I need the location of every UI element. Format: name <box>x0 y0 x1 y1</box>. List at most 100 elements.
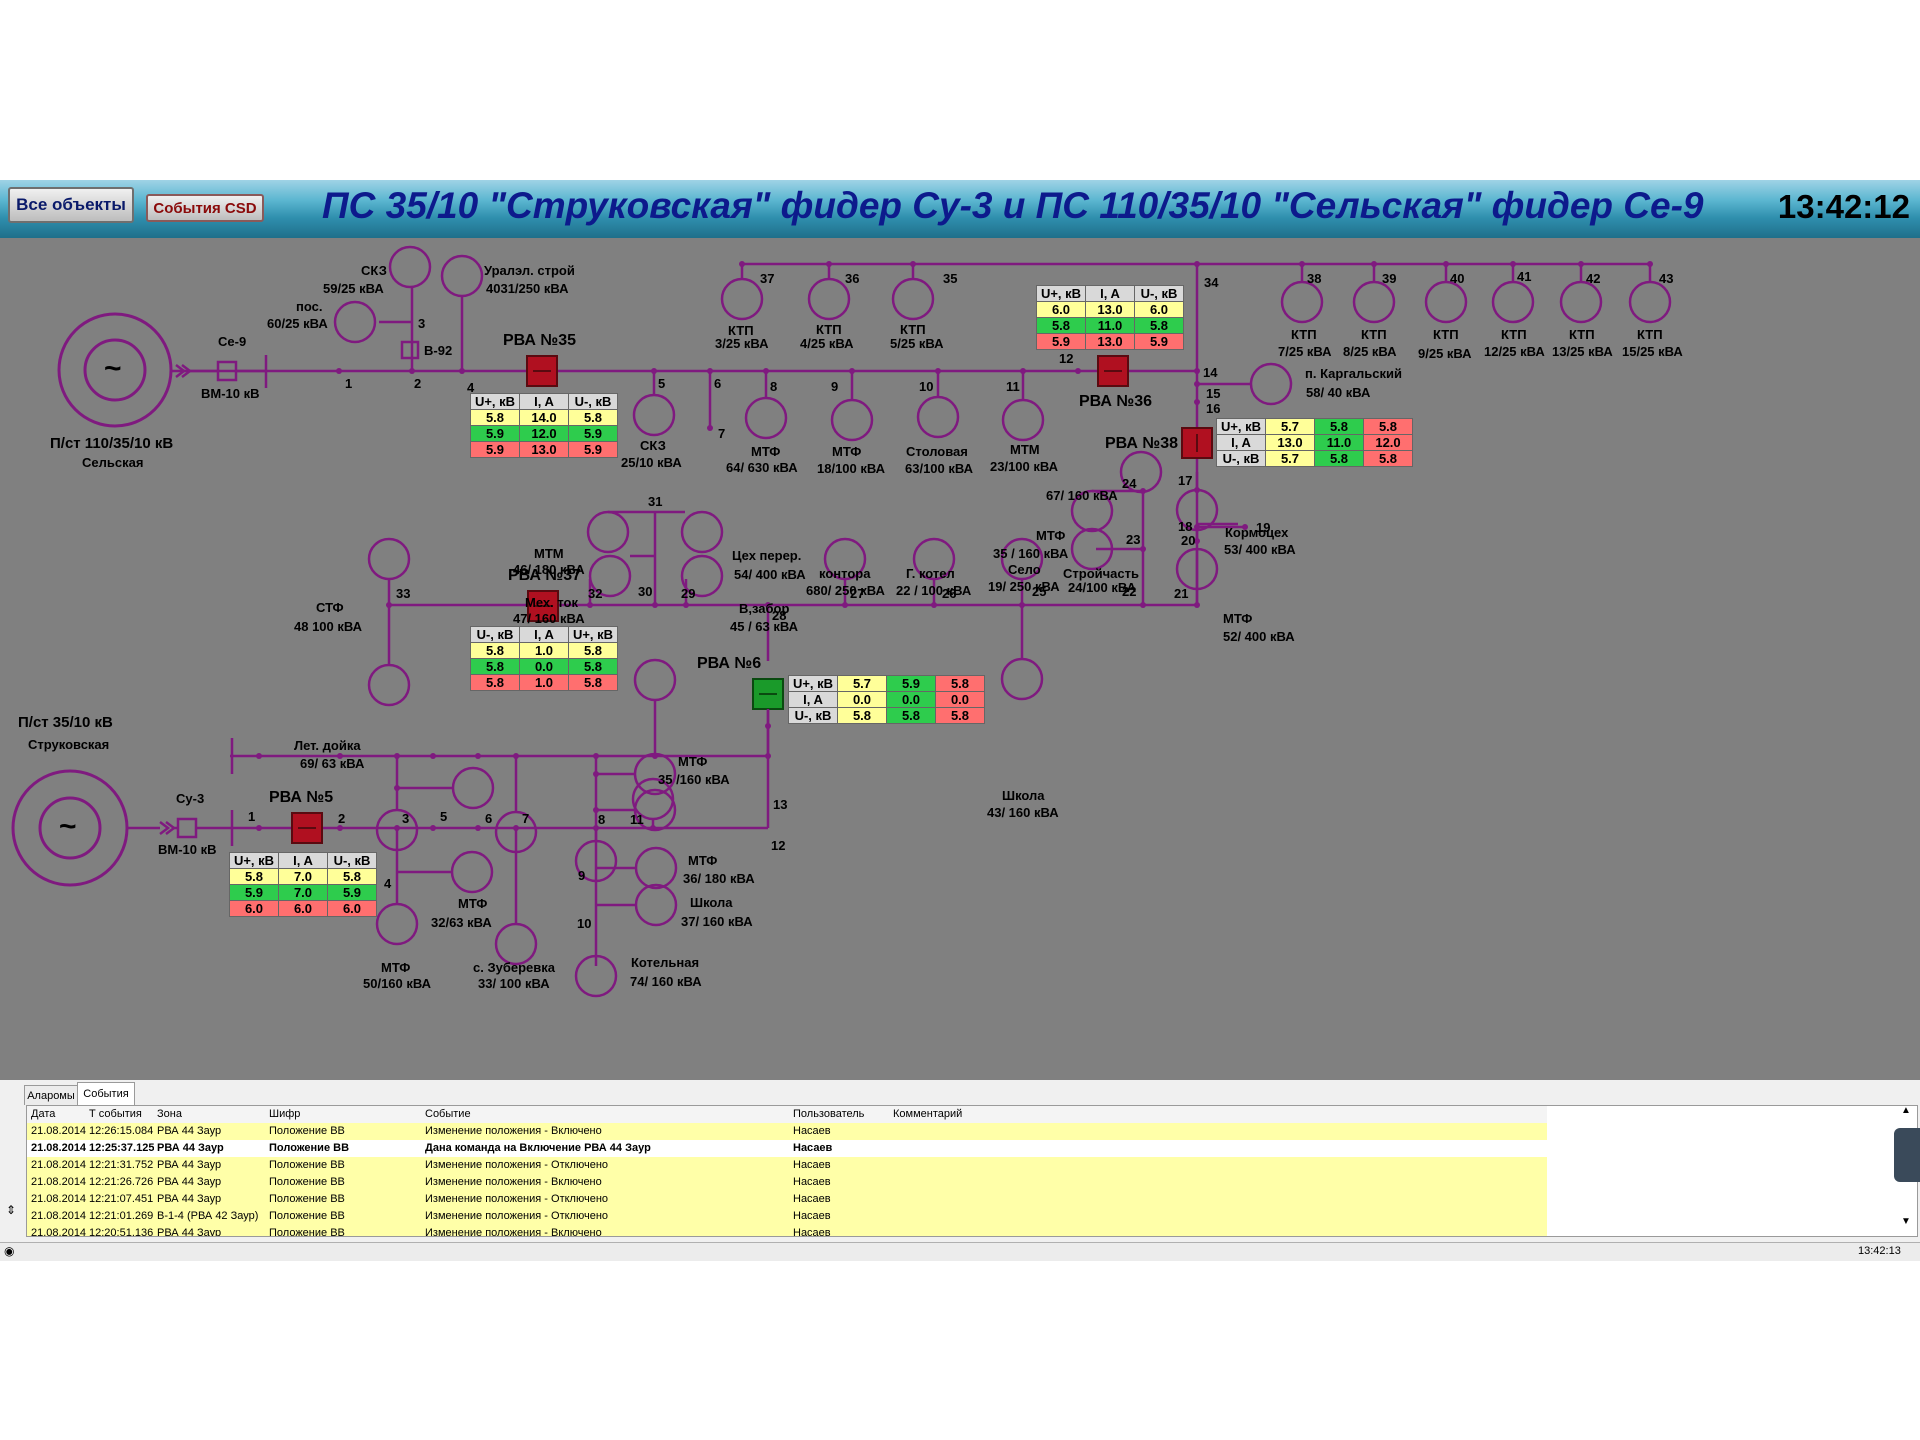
rva5-breaker[interactable] <box>291 812 323 844</box>
column-header[interactable]: Т события <box>89 1108 142 1120</box>
page-title: ПС 35/10 "Струковская" фидер Су-3 и ПС 1… <box>322 185 1704 226</box>
table-cell: Положение ВВ <box>269 1125 345 1137</box>
scroll-arrows-icon[interactable]: ⇕ <box>6 1203 17 1217</box>
svg-text:5: 5 <box>440 809 447 824</box>
csd-events-button[interactable]: События CSD <box>146 194 264 222</box>
measure-cell: U-, кВ <box>470 626 520 643</box>
column-header[interactable]: Шифр <box>269 1108 301 1120</box>
table-cell: 21.08.2014 <box>31 1227 87 1237</box>
svg-text:1: 1 <box>248 809 255 824</box>
measure-cell: 7.0 <box>278 868 328 885</box>
rva36-breaker[interactable] <box>1097 355 1129 387</box>
scada-window: Все объекты События CSD ПС 35/10 "Струко… <box>0 180 1920 1261</box>
measure-cell: 5.9 <box>1134 333 1184 350</box>
svg-text:63/100 кВА: 63/100 кВА <box>905 461 974 476</box>
svg-text:18/100 кВА: 18/100 кВА <box>817 461 886 476</box>
svg-text:ВМ-10 кВ: ВМ-10 кВ <box>201 386 260 401</box>
rva6-breaker[interactable] <box>752 678 784 710</box>
measure-cell: 5.8 <box>229 868 279 885</box>
svg-text:КТП: КТП <box>1501 327 1527 342</box>
scroll-down-icon[interactable]: ▼ <box>1901 1216 1911 1227</box>
measure-cell: 5.9 <box>886 675 936 692</box>
svg-text:МТФ: МТФ <box>832 444 861 459</box>
svg-text:МТФ: МТФ <box>458 896 487 911</box>
column-header[interactable]: Зона <box>157 1108 182 1120</box>
svg-text:КТП: КТП <box>900 322 926 337</box>
svg-text:3: 3 <box>418 316 425 331</box>
rva37-breaker[interactable] <box>527 590 559 622</box>
svg-text:с. Зуберевка: с. Зуберевка <box>473 960 556 975</box>
tab-events[interactable]: События <box>77 1082 135 1105</box>
measure-cell: 5.9 <box>470 425 520 442</box>
svg-text:РВА №5: РВА №5 <box>269 789 333 806</box>
svg-text:35 / 160 кВА: 35 / 160 кВА <box>993 546 1069 561</box>
scroll-up-icon[interactable]: ▲ <box>1901 1105 1911 1116</box>
tab-alarms[interactable]: Аларомы <box>24 1085 78 1105</box>
measure-cell: 5.8 <box>1314 418 1364 435</box>
eye-icon: ◉ <box>4 1244 15 1258</box>
measure-cell: 7.0 <box>278 884 328 901</box>
measure-cell: I, A <box>519 393 569 410</box>
svg-text:32: 32 <box>588 586 602 601</box>
measure-cell: 5.7 <box>837 675 887 692</box>
rva38-breaker[interactable] <box>1181 427 1213 459</box>
svg-text:28: 28 <box>772 608 786 623</box>
measure-cell: I, A <box>519 626 569 643</box>
measure-cell: U-, кВ <box>1134 285 1184 302</box>
svg-text:РВА №36: РВА №36 <box>1079 393 1152 410</box>
measure-cell: 14.0 <box>519 409 569 426</box>
table-cell: Изменение положения - Включено <box>425 1176 602 1188</box>
svg-text:46/ 180 кВА: 46/ 180 кВА <box>513 562 585 577</box>
svg-text:4: 4 <box>384 876 392 891</box>
svg-text:Мех. ток: Мех. ток <box>525 595 578 610</box>
measure-cell: I, A <box>278 852 328 869</box>
measure-cell: 5.8 <box>1314 450 1364 467</box>
column-header[interactable]: Дата <box>31 1108 56 1120</box>
measure-cell: 5.9 <box>568 425 618 442</box>
svg-text:42: 42 <box>1586 271 1600 286</box>
source-selskaya-name: П/ст 110/35/10 кВ <box>50 435 173 452</box>
rva35-breaker[interactable] <box>526 355 558 387</box>
svg-text:4/25 кВА: 4/25 кВА <box>800 336 854 351</box>
table-cell: Насаев <box>793 1210 831 1222</box>
measure-cell: 12.0 <box>1363 434 1413 451</box>
svg-text:23/100 кВА: 23/100 кВА <box>990 459 1059 474</box>
table-cell: Насаев <box>793 1227 831 1237</box>
svg-text:Цех перер.: Цех перер. <box>732 548 801 563</box>
event-list[interactable]: Дата Т события Зона Шифр Событие Пользователь… <box>26 1105 1918 1237</box>
table-cell: РВА 44 Заур <box>157 1176 222 1188</box>
svg-text:35 /160 кВА: 35 /160 кВА <box>658 772 730 787</box>
column-header[interactable]: Событие <box>425 1108 471 1120</box>
measure-cell: 5.9 <box>568 441 618 458</box>
svg-text:67/ 160 кВА: 67/ 160 кВА <box>1046 488 1118 503</box>
table-cell: Насаев <box>793 1193 831 1205</box>
column-header[interactable]: Пользователь <box>793 1108 865 1120</box>
svg-text:11: 11 <box>630 812 644 827</box>
svg-text:МТФ: МТФ <box>1223 611 1252 626</box>
svg-text:МТФ: МТФ <box>688 853 717 868</box>
svg-text:4031/250 кВА: 4031/250 кВА <box>486 281 569 296</box>
side-handle-icon[interactable] <box>1894 1128 1920 1182</box>
svg-text:37/ 160 кВА: 37/ 160 кВА <box>681 914 753 929</box>
column-header[interactable]: Комментарий <box>893 1108 963 1120</box>
measure-cell: U-, кВ <box>568 393 618 410</box>
svg-text:8: 8 <box>770 379 777 394</box>
measure-cell: U+, кВ <box>1036 285 1086 302</box>
svg-text:39: 39 <box>1382 271 1396 286</box>
all-objects-button[interactable]: Все объекты <box>8 187 134 223</box>
measure-cell: 5.8 <box>886 707 936 724</box>
measure-cell: I, A <box>1216 434 1266 451</box>
svg-text:Школа: Школа <box>690 895 733 910</box>
